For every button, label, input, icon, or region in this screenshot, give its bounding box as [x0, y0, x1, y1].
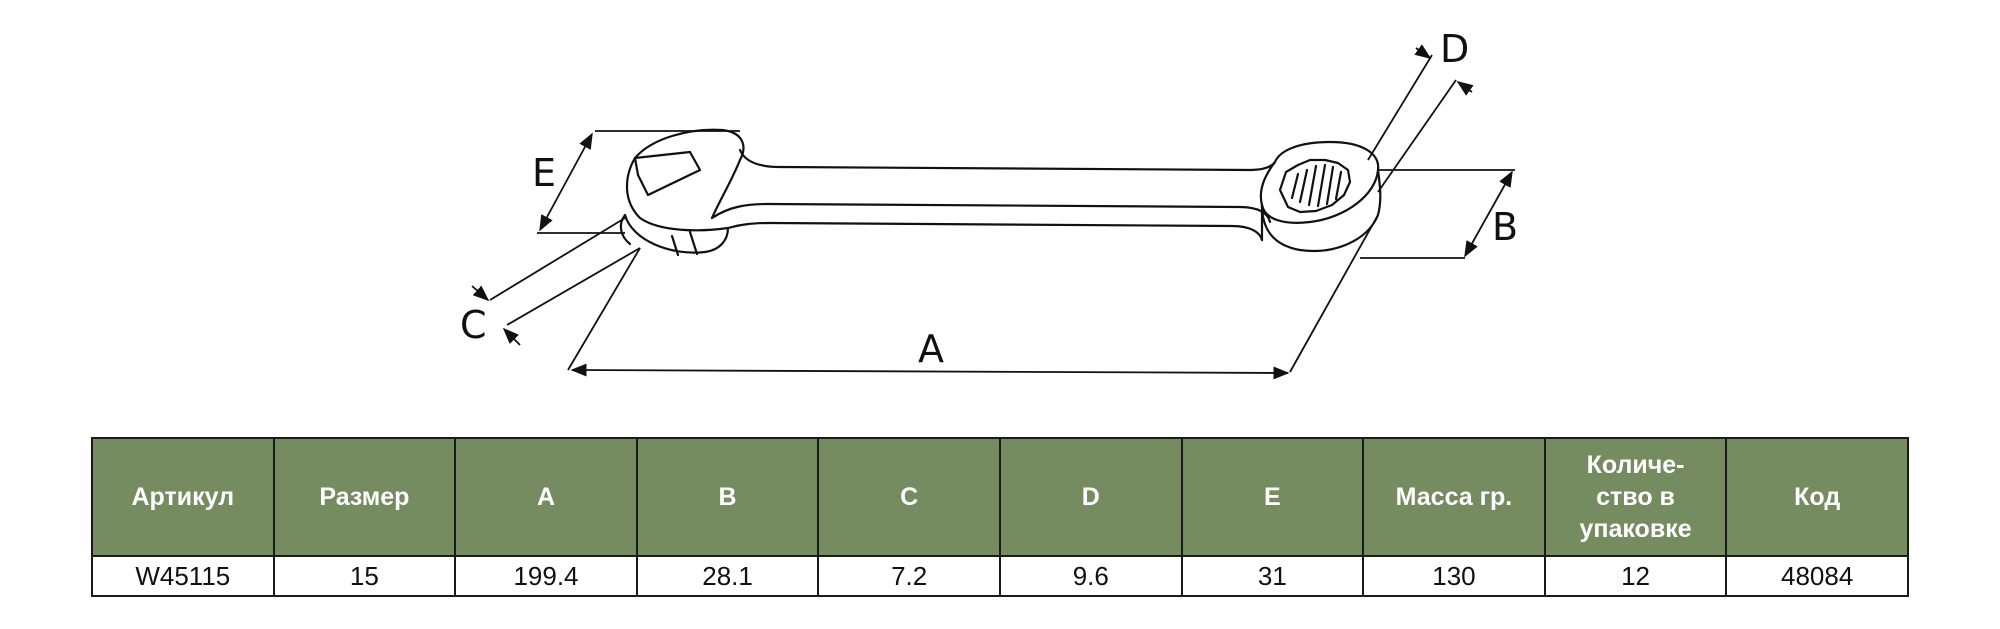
specification-table: Артикул Размер A B C D E Масса гр. Колич… — [91, 437, 1909, 597]
header-cell-code: Код — [1725, 437, 1909, 557]
dimension-e-lines — [537, 130, 740, 234]
dimension-a-lines — [567, 214, 1379, 380]
wrench-handle — [710, 148, 1277, 242]
cell-d: 9.6 — [998, 555, 1183, 597]
cell-weight: 130 — [1362, 555, 1546, 597]
cell-e: 31 — [1180, 555, 1365, 597]
cell-article: W45115 — [91, 555, 275, 597]
table-header-row: Артикул Размер A B C D E Масса гр. Колич… — [91, 437, 1909, 557]
cell-c: 7.2 — [817, 555, 1001, 597]
ring-socket — [1278, 158, 1352, 214]
label-c: C — [460, 303, 487, 347]
header-cell-size: Размер — [272, 437, 457, 557]
cell-b: 28.1 — [635, 555, 820, 597]
cell-code: 48084 — [1725, 555, 1909, 597]
header-cell-article: Артикул — [91, 437, 275, 557]
wrench-dimension-drawing: A B C D E — [460, 27, 1518, 380]
dimension-b-lines — [1360, 169, 1515, 259]
header-cell-a: A — [454, 437, 638, 557]
dimension-d-lines — [1367, 44, 1474, 193]
open-end — [619, 128, 745, 257]
label-b: B — [1492, 205, 1518, 249]
header-cell-c: C — [817, 437, 1001, 557]
header-cell-weight: Масса гр. — [1362, 437, 1546, 557]
label-d: D — [1440, 27, 1469, 71]
label-e: E — [532, 151, 556, 195]
table-row: W45115 15 199.4 28.1 7.2 9.6 31 130 12 4… — [91, 555, 1909, 597]
dimension-c-lines — [471, 217, 641, 346]
cell-quantity: 12 — [1543, 555, 1728, 597]
ring-end — [1259, 140, 1382, 253]
header-cell-quantity: Количе-ство в упаковке — [1543, 437, 1728, 557]
cell-size: 15 — [272, 555, 457, 597]
cell-a: 199.4 — [454, 555, 638, 597]
label-a: A — [918, 327, 944, 371]
header-cell-d: D — [998, 437, 1183, 557]
header-cell-e: E — [1180, 437, 1365, 557]
header-cell-b: B — [635, 437, 820, 557]
